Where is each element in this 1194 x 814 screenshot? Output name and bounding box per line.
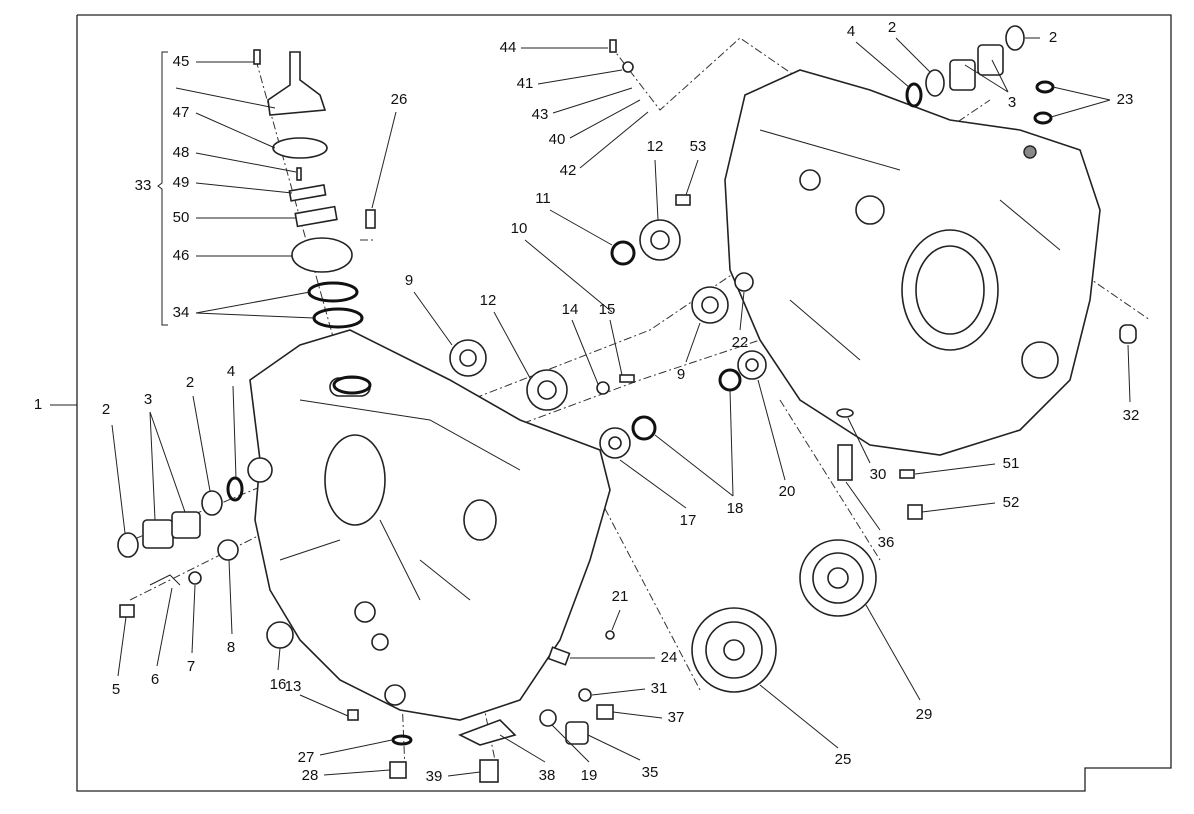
callout-33: 33: [135, 177, 152, 194]
callout-36: 36: [878, 534, 895, 551]
shaft-seals-left: [117, 476, 244, 618]
callout-2: 2: [102, 401, 110, 418]
assembly-label: 1: [34, 396, 42, 413]
callout-27: 27: [298, 749, 315, 766]
diagram-frame: [76, 14, 1172, 792]
callout-13: 13: [285, 678, 302, 695]
callout-49: 49: [173, 174, 190, 191]
callout-2: 2: [1049, 29, 1057, 46]
callout-12: 12: [480, 292, 497, 309]
callout-30: 30: [870, 466, 887, 483]
callout-19: 19: [581, 767, 598, 784]
callout-8: 8: [227, 639, 235, 656]
callout-10: 10: [511, 220, 528, 237]
callout-6: 6: [151, 671, 159, 688]
callout-9: 9: [677, 366, 685, 383]
callout-25: 25: [835, 751, 852, 768]
callout-32: 32: [1123, 407, 1140, 424]
callout-48: 48: [173, 144, 190, 161]
callout-9: 9: [405, 272, 413, 289]
callout-14: 14: [562, 301, 579, 318]
callout-18: 18: [727, 500, 744, 517]
callout-15: 15: [599, 301, 616, 318]
callout-40: 40: [549, 131, 566, 148]
callout-2: 2: [186, 374, 194, 391]
callout-38: 38: [539, 767, 556, 784]
callout-7: 7: [187, 658, 195, 675]
callout-47: 47: [173, 104, 190, 121]
callout-2: 2: [888, 19, 896, 36]
callout-20: 20: [779, 483, 796, 500]
callout-4: 4: [847, 23, 855, 40]
callout-44: 44: [500, 39, 517, 56]
left-crankcase-half: [247, 329, 611, 721]
callout-37: 37: [668, 709, 685, 726]
callout-labels: 45 47 48 49 50 46 34 33 26 44 41 43 40 4…: [102, 19, 1140, 785]
callout-34: 34: [173, 304, 190, 321]
callout-16: 16: [270, 676, 287, 693]
callout-3: 3: [144, 391, 152, 408]
callout-24: 24: [661, 649, 678, 666]
callout-35: 35: [642, 764, 659, 781]
callout-29: 29: [916, 706, 933, 723]
callout-31: 31: [651, 680, 668, 697]
callout-5: 5: [112, 681, 120, 698]
callout-53: 53: [690, 138, 707, 155]
callout-4: 4: [227, 363, 235, 380]
callout-41: 41: [517, 75, 534, 92]
callout-52: 52: [1003, 494, 1020, 511]
callout-45: 45: [173, 53, 190, 70]
leader-lines: [111, 37, 1131, 777]
callout-39: 39: [426, 768, 443, 785]
plugs-and-fittings: [347, 408, 923, 783]
callout-51: 51: [1003, 455, 1020, 472]
callout-21: 21: [612, 588, 629, 605]
right-crankcase-half: [724, 69, 1101, 456]
bearings: [217, 39, 877, 693]
group-bracket: [157, 51, 168, 326]
callout-42: 42: [560, 162, 577, 179]
callout-3: 3: [1008, 94, 1016, 111]
callout-11: 11: [535, 190, 551, 207]
callout-50: 50: [173, 209, 190, 226]
callout-26: 26: [391, 91, 408, 108]
callout-23: 23: [1117, 91, 1134, 108]
pump-group: [253, 49, 376, 395]
callout-46: 46: [173, 247, 190, 264]
callout-43: 43: [532, 106, 549, 123]
shaft-seals-right: [905, 25, 1137, 344]
callout-22: 22: [732, 334, 749, 351]
callout-12: 12: [647, 138, 664, 155]
callout-28: 28: [302, 767, 319, 784]
callout-17: 17: [680, 512, 697, 529]
